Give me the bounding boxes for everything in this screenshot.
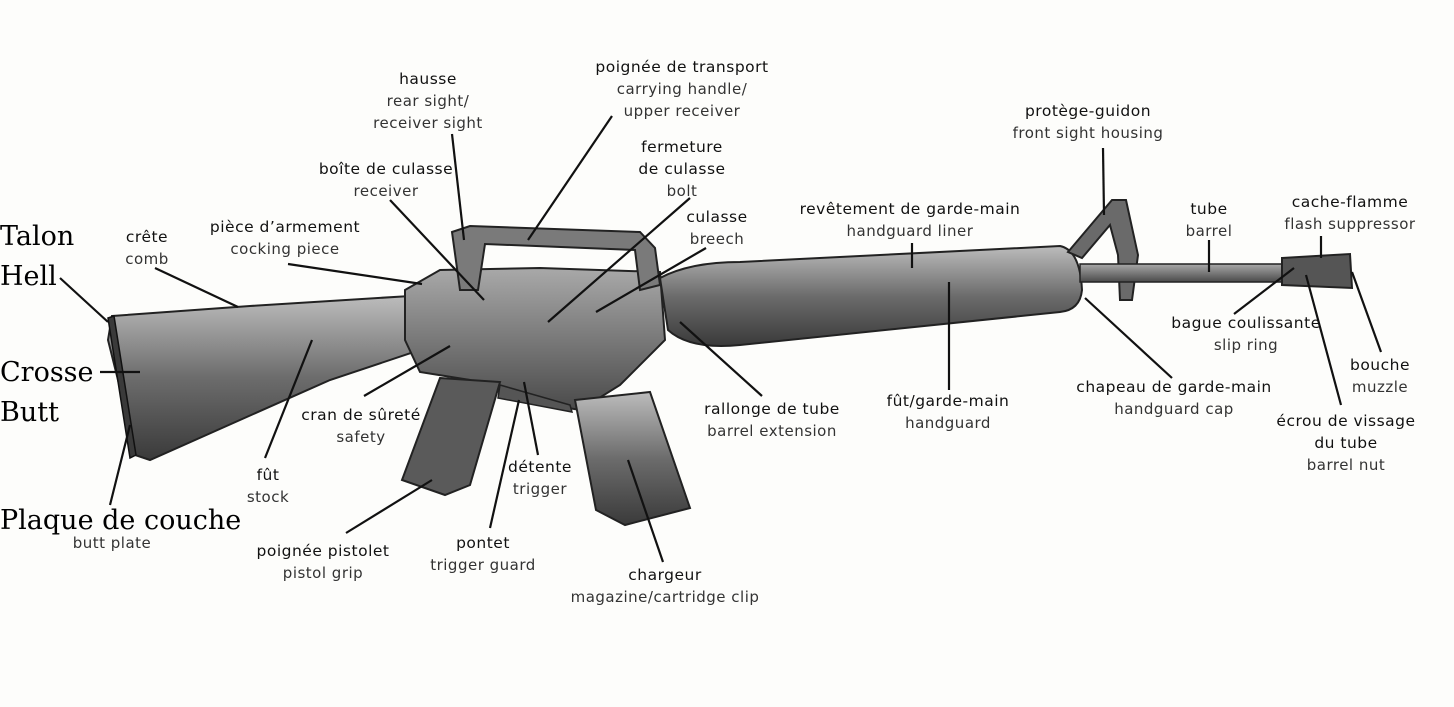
label-barrel-nut: écrou de vissage du tube barrel nut: [1256, 410, 1436, 476]
label-en: muzzle: [1351, 378, 1409, 396]
label-barrel-extension: rallonge de tube barrel extension: [686, 398, 858, 442]
annotation-crosse: Crosse: [0, 357, 94, 388]
label-fr: bouche: [1349, 356, 1411, 374]
label-fr: de culasse: [638, 160, 726, 178]
label-en: barrel: [1185, 222, 1233, 240]
annotation-talon: Talon: [0, 221, 75, 252]
label-safety: cran de sûreté safety: [282, 404, 440, 448]
label-en: breech: [689, 230, 745, 248]
label-en: slip ring: [1213, 336, 1279, 354]
label-en: magazine/cartridge clip: [570, 588, 760, 606]
label-fr: pontet: [456, 534, 510, 552]
label-en: comb: [125, 250, 169, 268]
barrel-shape: [1079, 263, 1286, 283]
label-fr: chargeur: [628, 566, 702, 584]
label-fr: fût: [256, 466, 280, 484]
pistol-grip-shape: [400, 376, 502, 497]
label-trigger-guard: pontet trigger guard: [418, 532, 548, 576]
label-rear-sight: hausse rear sight/ receiver sight: [352, 68, 504, 134]
label-fr: tube: [1190, 200, 1228, 218]
label-comb: crête comb: [112, 226, 182, 270]
label-fr: rallonge de tube: [704, 400, 840, 418]
label-en: bolt: [666, 182, 698, 200]
label-en: barrel extension: [707, 422, 837, 440]
label-stock: fût stock: [230, 464, 306, 508]
label-en: handguard: [905, 414, 991, 432]
label-en: stock: [246, 488, 290, 506]
label-handguard-liner: revêtement de garde-main handguard liner: [778, 198, 1042, 242]
leader-lines: [59, 115, 1383, 563]
label-fr: cran de sûreté: [301, 406, 421, 424]
label-en: butt plate: [72, 534, 152, 552]
label-handguard: fût/garde-main handguard: [880, 390, 1016, 434]
label-trigger: détente trigger: [500, 456, 580, 500]
label-fr: fermeture: [641, 138, 723, 156]
label-en: barrel nut: [1306, 456, 1386, 474]
label-fr: bague coulissante: [1171, 314, 1321, 332]
label-fr: protège-guidon: [1024, 102, 1152, 120]
label-fr: détente: [508, 458, 572, 476]
annotation-plaque-de-couche: Plaque de couche: [0, 505, 242, 536]
label-en: carrying handle/: [616, 80, 748, 98]
carrying-handle-shape: [450, 224, 662, 292]
trigger-guard-shape: [497, 384, 574, 413]
label-en: safety: [336, 428, 386, 446]
label-fr: pièce d’armement: [209, 218, 361, 236]
annotation-butt: Butt: [0, 397, 59, 428]
label-front-sight-housing: protège-guidon front sight housing: [990, 100, 1186, 144]
label-en: upper receiver: [623, 102, 741, 120]
label-en: trigger guard: [430, 556, 536, 574]
label-carrying-handle: poignée de transport carrying handle/ up…: [575, 56, 789, 122]
flash-suppressor-shape: [1281, 252, 1354, 290]
label-muzzle: bouche muzzle: [1340, 354, 1420, 398]
butt-plate-shape: [107, 315, 137, 460]
label-fr: revêtement de garde-main: [799, 200, 1021, 218]
label-fr: hausse: [399, 70, 457, 88]
label-fr: écrou de vissage: [1276, 412, 1416, 430]
label-en: receiver: [353, 182, 419, 200]
annotation-hell: Hell: [0, 261, 57, 292]
label-fr: fût/garde-main: [886, 392, 1010, 410]
label-en: trigger: [512, 480, 568, 498]
label-flash-suppressor: cache-flamme flash suppressor: [1270, 191, 1430, 235]
label-en: rear sight/: [386, 92, 470, 110]
label-en: handguard liner: [846, 222, 974, 240]
label-fr: crête: [125, 228, 169, 246]
label-fr: culasse: [686, 208, 748, 226]
label-bolt: fermeture de culasse bolt: [622, 136, 742, 202]
label-fr: poignée de transport: [595, 58, 769, 76]
label-fr: du tube: [1314, 434, 1378, 452]
label-pistol-grip: poignée pistolet pistol grip: [252, 540, 394, 584]
magazine-shape: [573, 390, 692, 527]
label-butt-plate: butt plate: [56, 532, 168, 554]
label-handguard-cap: chapeau de garde-main handguard cap: [1054, 376, 1294, 420]
label-en: flash suppressor: [1284, 215, 1416, 233]
label-en: pistol grip: [282, 564, 364, 582]
label-fr: boîte de culasse: [318, 160, 454, 178]
label-fr: chapeau de garde-main: [1076, 378, 1272, 396]
label-cocking-piece: pièce d’armement cocking piece: [196, 216, 374, 260]
label-fr: cache-flamme: [1291, 193, 1409, 211]
label-barrel: tube barrel: [1164, 198, 1254, 242]
handguard-shape: [658, 244, 1084, 347]
label-magazine: chargeur magazine/cartridge clip: [552, 564, 778, 608]
label-en: front sight housing: [1012, 124, 1164, 142]
label-receiver: boîte de culasse receiver: [300, 158, 472, 202]
label-en: handguard cap: [1114, 400, 1234, 418]
label-en: receiver sight: [373, 114, 483, 132]
label-fr: poignée pistolet: [256, 542, 390, 560]
label-slip-ring: bague coulissante slip ring: [1150, 312, 1342, 356]
label-en: cocking piece: [230, 240, 340, 258]
label-breech: culasse breech: [670, 206, 764, 250]
